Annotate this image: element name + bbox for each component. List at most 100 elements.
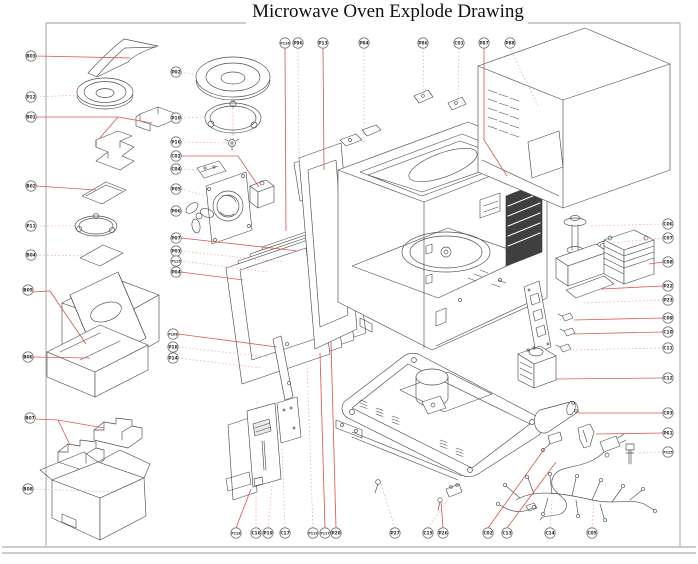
part-label-c17: C17 <box>279 445 291 539</box>
svg-text:P16: P16 <box>171 140 180 146</box>
svg-text:P87: P87 <box>479 41 488 47</box>
carton-box <box>39 449 151 541</box>
svg-text:P07: P07 <box>171 236 180 242</box>
svg-text:P84: P84 <box>359 41 368 47</box>
part-label-p16: P16 <box>170 136 228 148</box>
part-label-c15: C15 <box>422 494 452 539</box>
glass-turntable-tray <box>195 56 271 151</box>
svg-text:P13: P13 <box>318 41 327 47</box>
part-label-p20: P20 <box>330 341 342 539</box>
svg-text:B08: B08 <box>23 487 32 493</box>
hv-capacitor <box>534 400 579 434</box>
foam-corner-pieces <box>95 106 175 171</box>
svg-text:C02: C02 <box>171 154 180 160</box>
wire-harness-main <box>503 472 657 522</box>
svg-text:C10: C10 <box>663 330 672 336</box>
svg-text:P96: P96 <box>293 41 302 47</box>
svg-text:C08: C08 <box>663 260 672 266</box>
svg-text:P119: P119 <box>308 532 318 536</box>
part-label-c06: C06 <box>589 218 674 230</box>
part-label-c16: C16 <box>250 495 262 539</box>
screw-part <box>625 443 635 465</box>
part-label-p118: P118 <box>230 488 252 539</box>
svg-text:P86: P86 <box>418 41 427 47</box>
glass-tray-packed <box>76 77 134 110</box>
part-label-c09: C09 <box>573 312 674 324</box>
part-label-b07: B07 <box>24 412 105 446</box>
part-label-c07: C07 <box>611 232 674 244</box>
part-label-p22: P22 <box>600 280 674 292</box>
svg-text:P06: P06 <box>171 209 180 215</box>
svg-text:P18: P18 <box>168 345 177 351</box>
svg-text:P02: P02 <box>171 70 180 76</box>
svg-text:P04: P04 <box>171 270 180 276</box>
svg-text:P117: P117 <box>320 532 330 536</box>
part-label-p23: P23 <box>582 294 674 306</box>
part-label-p13: P13 <box>317 37 329 171</box>
control-pcb-small <box>196 160 227 179</box>
part-label-p04: P04 <box>170 266 244 281</box>
part-label-c03: C03 <box>578 407 674 419</box>
svg-text:P03: P03 <box>171 249 180 255</box>
part-label-p06: P06 <box>170 205 191 217</box>
part-labels-layer: B03P12B01B02P11B04B05B06B07B08P02P10P16C… <box>22 37 674 539</box>
part-label-b01: B01 <box>25 111 153 140</box>
base-plate <box>335 353 543 511</box>
svg-text:P88: P88 <box>505 41 514 47</box>
packaging-film-sheet <box>87 38 159 78</box>
transformer <box>517 345 557 389</box>
magnetron <box>603 229 655 285</box>
keypad-pcb <box>276 396 302 444</box>
part-label-b08: B08 <box>22 483 119 495</box>
svg-text:P05: P05 <box>171 187 180 193</box>
svg-text:P22: P22 <box>663 284 672 290</box>
svg-text:B02: B02 <box>26 184 35 190</box>
part-label-p07: P07 <box>170 232 299 252</box>
svg-text:C04: C04 <box>171 167 180 173</box>
svg-text:P61: P61 <box>663 431 672 437</box>
part-label-p96: P96 <box>292 37 304 167</box>
svg-text:C13: C13 <box>502 531 511 537</box>
part-label-b04: B04 <box>25 249 94 261</box>
part-label-c02: C02 <box>482 447 546 539</box>
part-label-p117: P117 <box>319 352 331 539</box>
cord-clamp <box>577 423 595 449</box>
roller-ring-packed <box>74 213 118 237</box>
svg-text:C03: C03 <box>663 411 672 417</box>
svg-text:B03: B03 <box>26 54 35 60</box>
svg-text:C12: C12 <box>663 376 672 382</box>
svg-text:P118: P118 <box>231 532 241 536</box>
svg-text:P19: P19 <box>263 531 272 537</box>
svg-text:P14: P14 <box>168 356 177 362</box>
svg-text:P26: P26 <box>438 531 447 537</box>
membrane-strip <box>225 471 252 492</box>
part-label-c10: C10 <box>572 326 674 338</box>
part-label-c08: C08 <box>648 256 674 268</box>
part-label-c11: C11 <box>567 342 674 354</box>
part-label-p108: P108 <box>167 328 278 348</box>
packing-sheet-1 <box>81 181 127 205</box>
mount-plate <box>565 275 615 299</box>
control-panel-assembly <box>225 396 302 501</box>
svg-text:C07: C07 <box>663 236 672 242</box>
svg-text:B07: B07 <box>25 416 34 422</box>
svg-text:C05: C05 <box>587 531 596 537</box>
part-label-p86: P86 <box>417 37 429 100</box>
svg-text:P11: P11 <box>26 224 35 230</box>
part-label-p116: P116 <box>279 37 291 232</box>
part-label-p115: P115 <box>170 255 269 273</box>
roller-ring <box>204 100 262 134</box>
svg-text:P115: P115 <box>171 260 181 264</box>
hinge-brackets <box>339 89 467 147</box>
part-label-p88: P88 <box>504 37 539 107</box>
part-label-p61: P61 <box>595 427 674 439</box>
part-label-b06: B06 <box>22 351 91 363</box>
wire-harness-small <box>496 502 538 512</box>
part-label-p10: P10 <box>170 112 207 124</box>
drawing-frame <box>2 22 696 554</box>
svg-text:P10: P10 <box>171 116 180 122</box>
part-label-p119: P119 <box>306 364 319 539</box>
part-label-p87: P87 <box>478 37 508 177</box>
part-label-p19: P19 <box>262 485 274 539</box>
